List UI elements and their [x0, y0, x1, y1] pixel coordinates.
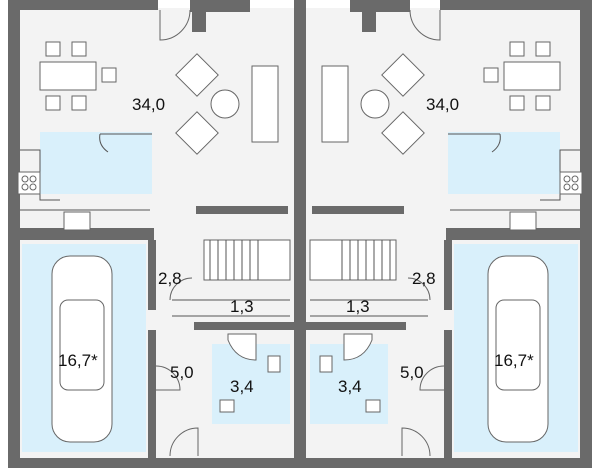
party-wall	[294, 0, 306, 460]
room-label-entry-right: 5,0	[400, 363, 424, 382]
coffee-table-icon	[210, 89, 390, 119]
room-label-hall-left: 2,8	[158, 269, 182, 288]
room-label-garage-left: 16,7*	[58, 351, 98, 370]
room-label-hall-right: 2,8	[412, 269, 436, 288]
door-swing	[155, 9, 445, 457]
room-label-entry-left: 5,0	[170, 363, 194, 382]
room-label-living-left: 34,0	[132, 95, 165, 114]
toilet-icon	[267, 355, 333, 373]
sink-icon	[63, 211, 537, 231]
staircase	[196, 206, 404, 281]
room-label-garage-right: 16,7*	[494, 351, 534, 370]
landing	[172, 299, 428, 317]
sofa-icon	[251, 65, 349, 143]
room-label-living-right: 34,0	[426, 95, 459, 114]
room-label-bath-right: 3,4	[338, 377, 362, 396]
garage-walls	[14, 228, 586, 458]
room-label-landing-left: 1,3	[230, 297, 254, 316]
room-label-bath-left: 3,4	[230, 377, 254, 396]
shower-icon	[227, 333, 373, 361]
washbasin-icon	[219, 399, 381, 413]
armchair-icon	[175, 53, 425, 155]
room-labels: 34,0 34,0 2,8 2,8 1,3 1,3 5,0 5,0 3,4 3,…	[58, 95, 534, 396]
stove-icon	[17, 171, 583, 195]
room-label-landing-right: 1,3	[346, 297, 370, 316]
dining-table-icon	[39, 41, 561, 111]
car-icon	[51, 255, 549, 443]
